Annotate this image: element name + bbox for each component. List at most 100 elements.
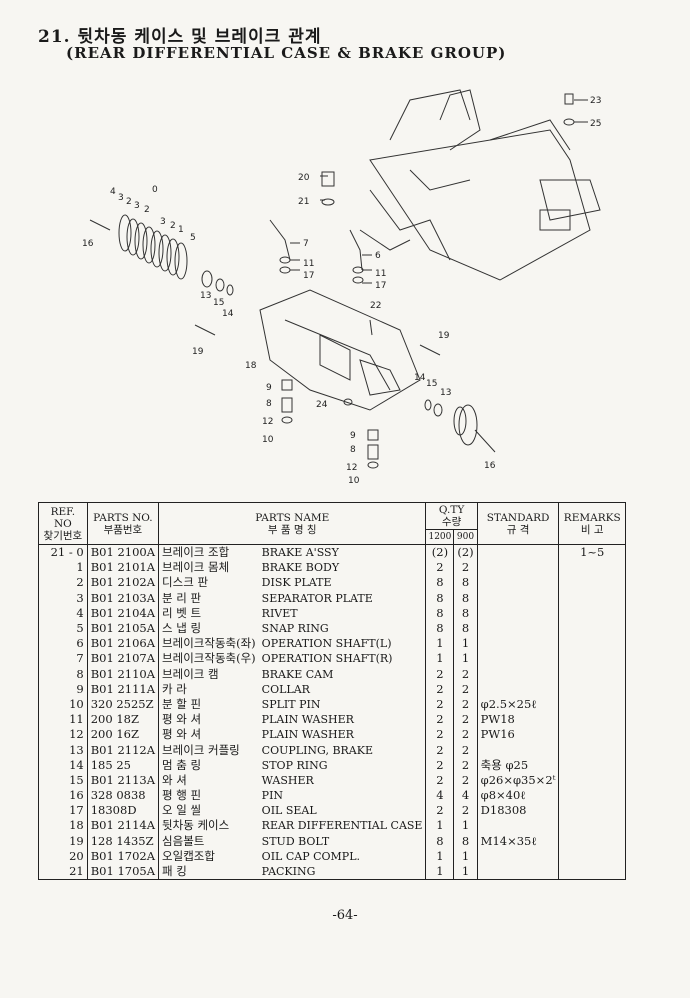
ref-no-cell: 13	[38, 742, 88, 758]
remarks-cell	[558, 757, 626, 773]
english-name-cell: BRAKE A'SSY	[258, 544, 427, 561]
korean-name-cell: 리 벳 트	[158, 605, 259, 621]
svg-text:12: 12	[346, 463, 357, 473]
qty-900-cell: 2	[453, 560, 478, 576]
english-name-cell: RIVET	[258, 605, 427, 621]
svg-text:21: 21	[298, 197, 309, 207]
korean-name-cell: 패 킹	[158, 863, 259, 881]
svg-text:5: 5	[190, 233, 196, 243]
korean-name-cell: 멈 춤 링	[158, 757, 259, 773]
qty-1200-cell: 2	[425, 727, 455, 743]
ref-no-cell: 14	[38, 757, 88, 773]
remarks-cell	[558, 590, 626, 606]
qty-1200-cell: 2	[425, 772, 455, 788]
korean-name-cell: 브레이크작동축(우)	[158, 651, 259, 667]
standard-cell	[476, 620, 560, 637]
remarks-cell: 1~5	[558, 544, 626, 561]
qty-1200-cell: 4	[425, 788, 455, 804]
svg-text:4: 4	[110, 187, 116, 197]
ref-no-cell: 19	[38, 833, 88, 849]
korean-name-cell: 뒷차동 케이스	[158, 818, 259, 834]
remarks-cell	[558, 681, 626, 697]
exploded-parts-diagram: 23 25 20 21 4 3 2 3 2 0 3 2 1 5 16 7 11 …	[82, 89, 601, 486]
qty-900-cell: (2)	[453, 544, 478, 561]
remarks-cell	[558, 742, 626, 758]
svg-text:18: 18	[245, 361, 257, 371]
parts-no-cell: B01 2101A	[86, 560, 160, 576]
svg-text:25: 25	[590, 119, 601, 129]
remarks-cell	[558, 666, 626, 682]
svg-text:19: 19	[192, 347, 204, 357]
qty-1200-cell: 1	[425, 636, 455, 652]
qty-1200-cell: 2	[425, 696, 455, 713]
qty-900-cell: 2	[453, 696, 478, 713]
svg-text:9: 9	[350, 431, 356, 441]
svg-text:13: 13	[440, 388, 451, 398]
svg-text:15: 15	[426, 379, 437, 389]
standard-cell	[476, 636, 560, 652]
qty-1200-cell: 2	[425, 757, 455, 773]
remarks-cell	[558, 727, 626, 743]
korean-name-cell: 오일캡조합	[158, 848, 259, 864]
ref-no-cell: 9	[38, 681, 88, 697]
remarks-cell	[558, 651, 626, 667]
ref-no-cell: 21 - 0	[38, 544, 88, 561]
qty-1200-cell: 1	[425, 863, 455, 881]
english-name-cell: PACKING	[258, 863, 427, 881]
svg-text:3: 3	[118, 193, 124, 203]
page-title-english: (REAR DIFFERENTIAL CASE & BRAKE GROUP)	[66, 44, 507, 62]
english-name-cell: PIN	[258, 788, 427, 804]
english-name-cell: BRAKE BODY	[258, 560, 427, 576]
parts-no-cell: B01 2107A	[86, 651, 160, 667]
parts-no-cell: 128 1435Z	[86, 833, 160, 849]
remarks-cell	[558, 620, 626, 637]
header-qty-1200: 1200	[425, 529, 455, 545]
header-parts-no: PARTS NO.부품번호	[86, 502, 160, 545]
standard-cell: φ2.5×25ℓ	[476, 696, 560, 713]
ref-no-cell: 3	[38, 590, 88, 606]
qty-1200-cell: 8	[425, 620, 455, 637]
svg-text:20: 20	[298, 173, 310, 183]
ref-no-cell: 4	[38, 605, 88, 621]
korean-name-cell: 오 일 씰	[158, 803, 259, 819]
remarks-cell	[558, 788, 626, 804]
svg-text:2: 2	[170, 221, 176, 231]
qty-900-cell: 1	[453, 636, 478, 652]
korean-name-cell: 분 할 핀	[158, 696, 259, 713]
parts-no-cell: B01 2103A	[86, 590, 160, 606]
remarks-cell	[558, 636, 626, 652]
qty-1200-cell: 2	[425, 560, 455, 576]
qty-1200-cell: (2)	[425, 544, 455, 561]
qty-900-cell: 1	[453, 863, 478, 881]
qty-900-cell: 8	[453, 620, 478, 637]
english-name-cell: PLAIN WASHER	[258, 727, 427, 743]
standard-cell	[476, 848, 560, 864]
ref-no-cell: 18	[38, 818, 88, 834]
english-name-cell: SNAP RING	[258, 620, 427, 637]
qty-900-cell: 2	[453, 803, 478, 819]
english-name-cell: STUD BOLT	[258, 833, 427, 849]
standard-cell	[476, 742, 560, 758]
parts-no-cell: B01 2105A	[86, 620, 160, 637]
qty-900-cell: 2	[453, 757, 478, 773]
parts-no-cell: B01 2113A	[86, 772, 160, 788]
ref-no-cell: 10	[38, 696, 88, 713]
svg-text:1: 1	[178, 225, 184, 235]
svg-text:0: 0	[152, 185, 158, 195]
svg-text:11: 11	[303, 259, 314, 269]
svg-text:8: 8	[350, 445, 356, 455]
svg-text:2: 2	[144, 205, 150, 215]
svg-text:9: 9	[266, 383, 272, 393]
svg-text:3: 3	[160, 217, 166, 227]
